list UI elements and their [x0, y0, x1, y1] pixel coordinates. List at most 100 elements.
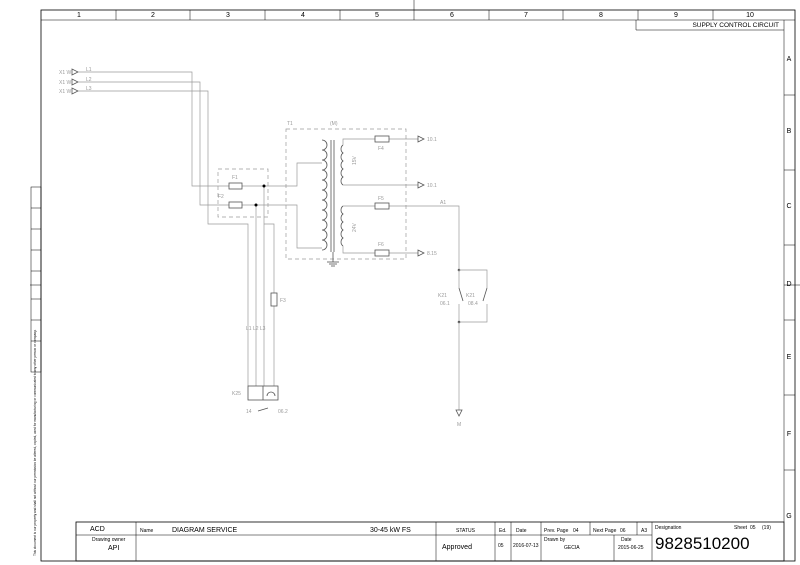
drawn-by-label: Drawn by [544, 537, 566, 543]
row-label-D: D [786, 281, 791, 288]
input-ref-2: X1 W [59, 80, 72, 86]
fuse-f4-label: F4 [378, 146, 384, 152]
prev-page-label: Prev. Page [544, 528, 569, 534]
column-label-4: 4 [301, 12, 305, 19]
row-ruler: A B C D E F G [784, 56, 795, 520]
fuse-f3: F3 [270, 292, 286, 307]
relay-k21-contact-b: 08.4 [468, 301, 478, 307]
bottom-terminal-label: M [457, 422, 461, 428]
relay-k21-contact-a: 06.1 [440, 301, 450, 307]
designation-label: Designation [655, 525, 682, 531]
drawn-by-value: GECIA [564, 545, 580, 551]
column-label-8: 8 [599, 12, 603, 19]
date-label: Date [516, 528, 527, 534]
output-ref-1: 10.1 [427, 137, 437, 143]
wire-marks: L1 L2 L3 [246, 326, 266, 332]
fuse-f1: F1 [228, 175, 243, 190]
column-label-1: 1 [77, 12, 81, 19]
sheet-title: SUPPLY CONTROL CIRCUIT [692, 22, 779, 29]
next-page-value: 06 [620, 528, 626, 534]
status-label: STATUS [456, 528, 476, 534]
column-label-2: 2 [151, 12, 155, 19]
sheet-value: 05 [750, 525, 756, 531]
fuse-f4: F4 [374, 135, 390, 152]
transformer-secondary-winding-top: 15V [340, 144, 358, 186]
prev-page-value: 04 [573, 528, 579, 534]
relay-k21-ref-a: K21 [438, 293, 447, 299]
supply-wires [78, 71, 305, 386]
row-label-F: F [787, 431, 791, 438]
edition-value: 05 [498, 543, 504, 549]
sheet-frame [40, 9, 796, 562]
fuse-f2-label: F2 [218, 194, 224, 200]
column-label-9: 9 [674, 12, 678, 19]
relay-k21-contacts: K21 06.1 K21 08.4 [438, 268, 488, 410]
device-k25-pins: 14 [246, 409, 252, 415]
winding-15v-label: 15V [352, 155, 358, 165]
ground-symbol [327, 252, 339, 267]
model-name: 30-45 kW FS [370, 527, 411, 534]
fuse-group-box [217, 168, 269, 218]
confidentiality-note: This document is our property and shall … [33, 330, 37, 556]
drawing-name: DIAGRAM SERVICE [172, 527, 238, 534]
date2-label: Date [621, 537, 632, 543]
owner-label: Drawing owner [92, 537, 126, 543]
column-label-5: 5 [375, 12, 379, 19]
designation-number: 9828510200 [655, 534, 750, 553]
title-block: ACD Drawing owner API Name DIAGRAM SERVI… [75, 521, 785, 562]
name-label: Name [140, 528, 154, 534]
binding-strip [30, 186, 42, 373]
row-label-G: G [786, 513, 791, 520]
date-value: 2016-07-13 [513, 543, 539, 549]
column-label-10: 10 [746, 12, 754, 19]
transformer-secondary-winding-bottom: 24V [340, 205, 358, 247]
output-ref-3: 8.15 [427, 251, 437, 257]
column-label-3: 3 [226, 12, 230, 19]
row-label-C: C [786, 203, 791, 210]
wire-mark-a1: A1 [440, 200, 446, 206]
fuse-f5-label: F5 [378, 196, 384, 202]
input-ref-3: X1 W [59, 89, 72, 95]
secondary-wires [342, 138, 460, 270]
fuse-f3-label: F3 [280, 298, 286, 304]
transformer-box [285, 128, 407, 260]
bottom-terminal: M [455, 409, 463, 428]
fuse-f1-label: F1 [232, 175, 238, 181]
transformer-label: (M) [330, 121, 338, 127]
input-label-L3: L3 [86, 86, 92, 92]
company-name: ACD [90, 526, 105, 533]
winding-24v-label: 24V [352, 222, 358, 232]
device-k25: K25 14 06.2 [232, 385, 288, 415]
format-value: A3 [641, 528, 647, 534]
fuse-f6: F6 [374, 242, 390, 257]
fuse-f5: F5 [374, 196, 390, 210]
date2-value: 2015-06-25 [618, 545, 644, 551]
device-k25-contact: 06.2 [278, 409, 288, 415]
junction-dot [262, 184, 266, 188]
transformer-ref: T1 [287, 121, 293, 127]
owner-value: API [108, 545, 119, 552]
edition-label: Ed. [499, 528, 507, 534]
transformer-primary-winding [305, 139, 328, 251]
column-label-6: 6 [450, 12, 454, 19]
fuse-f6-label: F6 [378, 242, 384, 248]
relay-k21-ref-b: K21 [466, 293, 475, 299]
row-label-E: E [787, 354, 792, 361]
input-label-L2: L2 [86, 77, 92, 83]
output-terminals: 10.1 10.1 8.15 [417, 135, 437, 257]
status-value: Approved [442, 544, 472, 551]
row-label-A: A [787, 56, 792, 63]
column-ruler: 1 2 3 4 5 6 7 8 9 10 [77, 10, 754, 20]
input-label-L1: L1 [86, 67, 92, 73]
sheet-label: Sheet [734, 525, 748, 531]
output-ref-2: 10.1 [427, 183, 437, 189]
row-label-B: B [787, 128, 792, 135]
input-ref-1: X1 W [59, 70, 72, 76]
sheets-total: (19) [762, 525, 771, 531]
next-page-label: Next Page [593, 528, 617, 534]
junction-dot [254, 203, 258, 207]
fuse-f2: F2 [218, 194, 243, 209]
input-terminals: X1 W X1 W X1 W L1 L2 L3 [59, 67, 92, 95]
device-k25-ref: K25 [232, 391, 241, 397]
